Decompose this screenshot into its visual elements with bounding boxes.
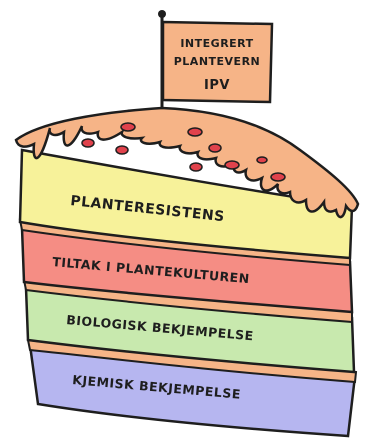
berry bbox=[116, 146, 128, 154]
berry bbox=[190, 163, 202, 171]
flag-pole-top bbox=[158, 10, 166, 18]
berry bbox=[271, 173, 285, 181]
berry bbox=[188, 128, 202, 136]
flag-line-1: INTEGRERT bbox=[180, 37, 253, 50]
berry bbox=[121, 123, 135, 131]
berry bbox=[82, 139, 94, 147]
berry bbox=[225, 161, 239, 169]
flag-line-2: PLANTEVERN bbox=[174, 55, 261, 68]
flag-line-3: IPV bbox=[204, 78, 230, 93]
berry bbox=[257, 157, 267, 163]
berry bbox=[209, 144, 221, 152]
